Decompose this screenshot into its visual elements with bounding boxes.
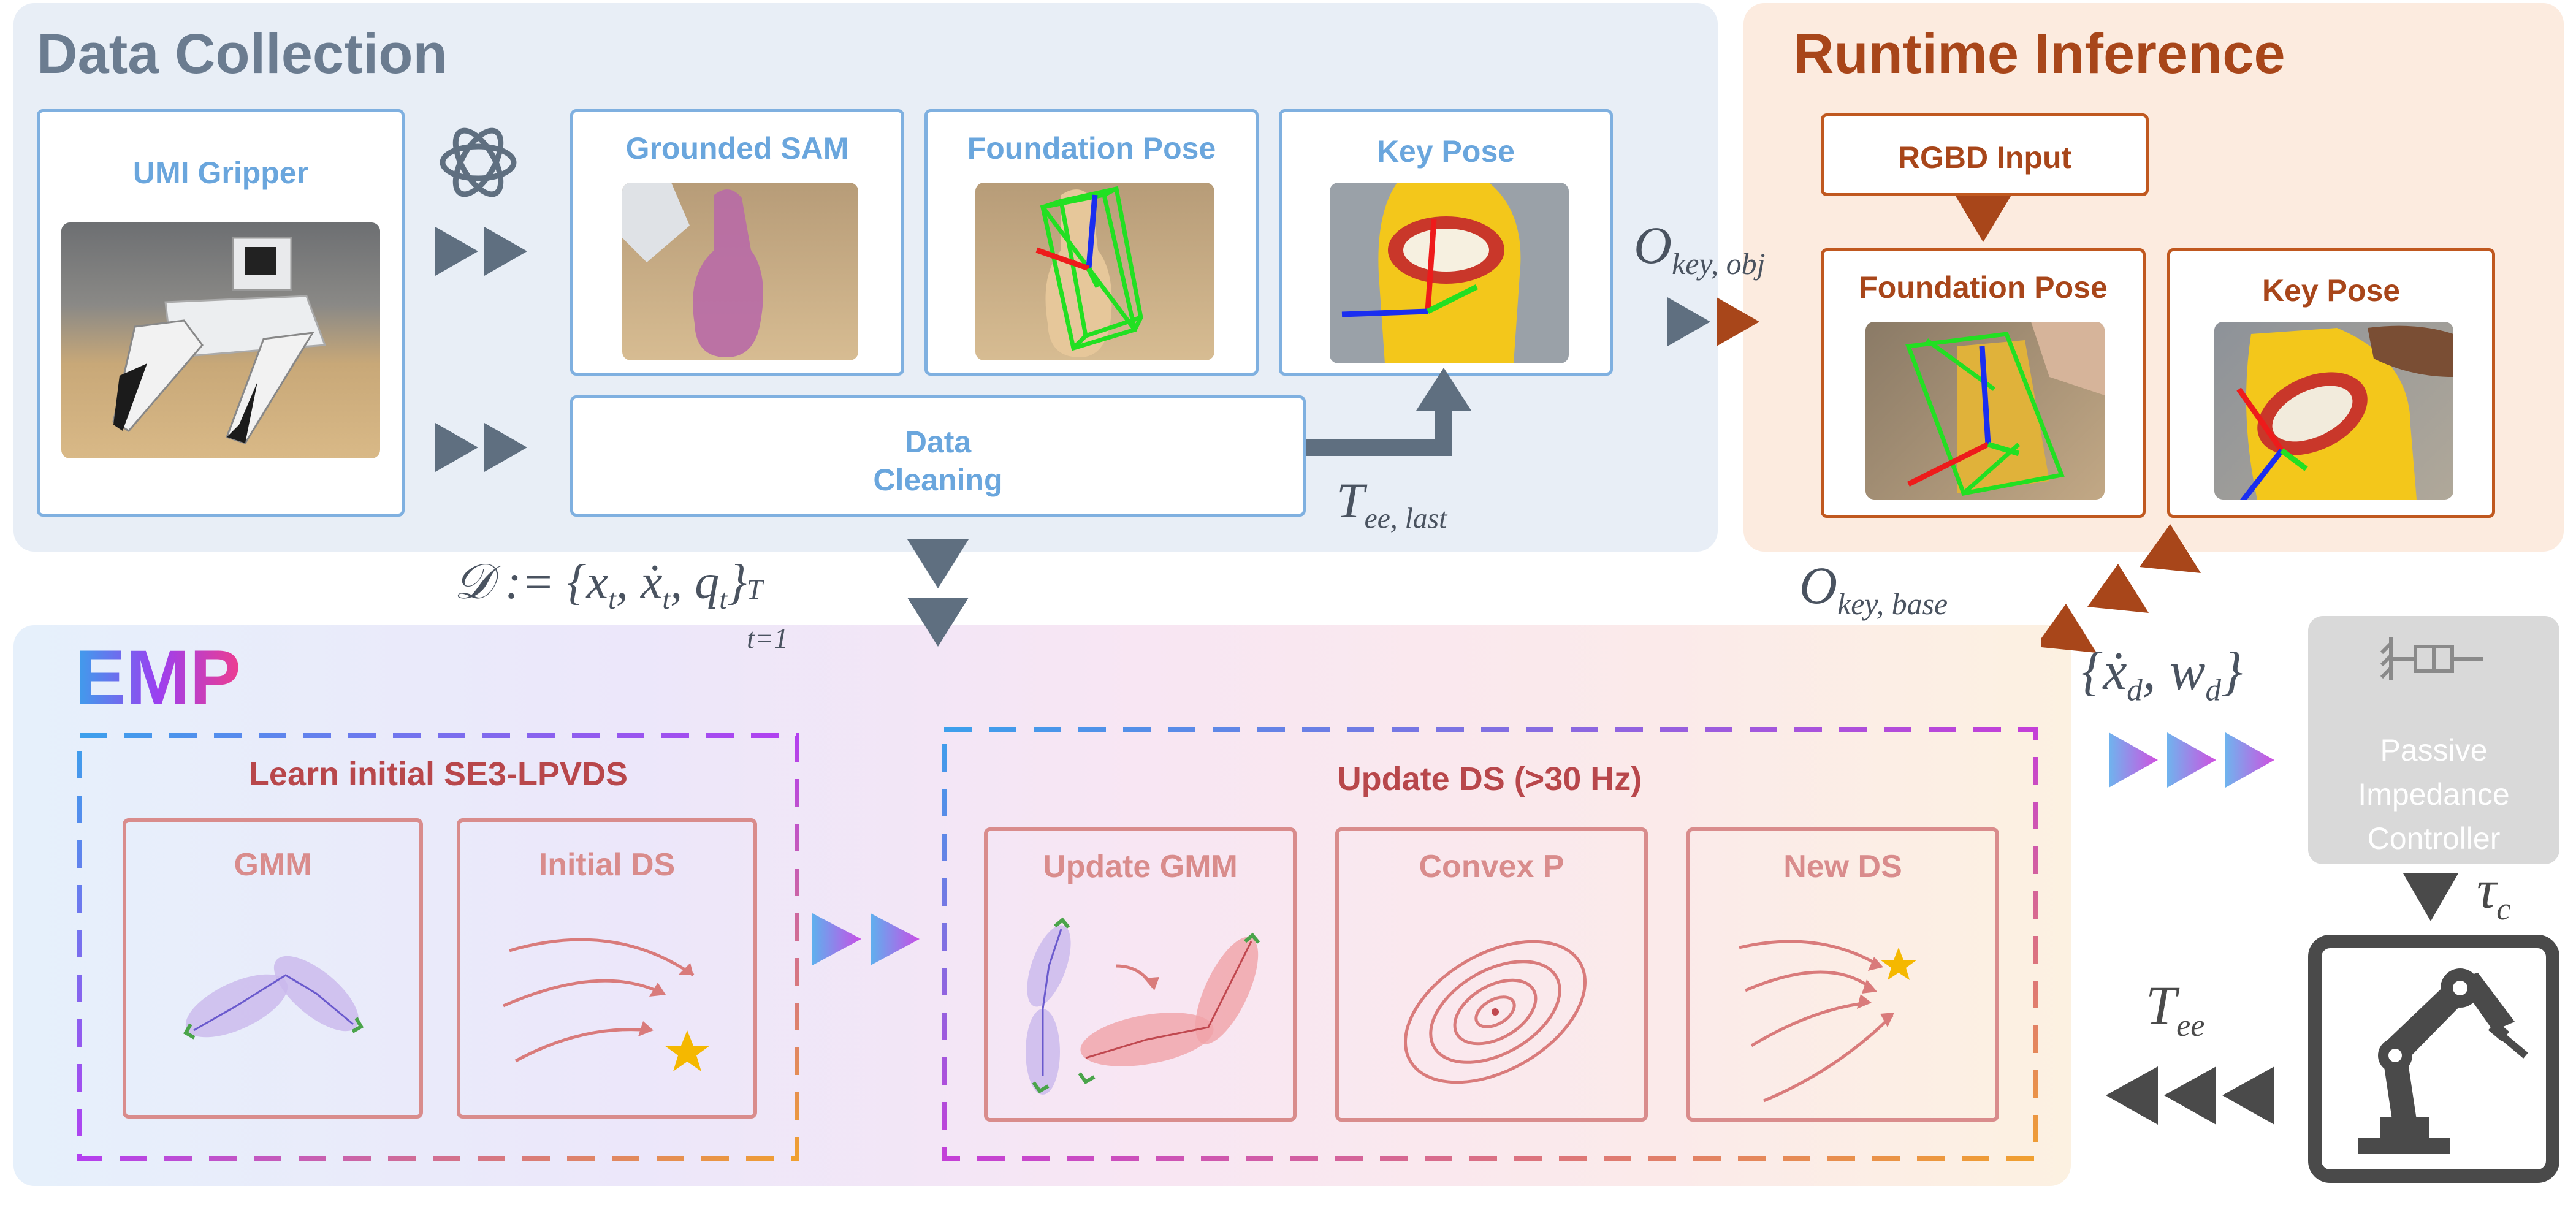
- controller-line2: Impedance: [2358, 777, 2510, 812]
- rgbd-input-label: RGBD Input: [1897, 140, 2072, 175]
- passive-impedance-controller-box: Passive Impedance Controller: [2308, 616, 2559, 864]
- dataset-down-arrow-icon: [907, 539, 969, 647]
- dc-key-pose-box: Key Pose: [1279, 109, 1613, 376]
- t-ee-last-label: Tee, last: [1336, 473, 1447, 535]
- rt-key-pose-label: Key Pose: [2262, 273, 2401, 308]
- rt-foundation-pose-box: Foundation Pose: [1821, 248, 2146, 518]
- convex-p-contour-graphic: [1404, 940, 1587, 1084]
- new-ds-flow-graphic: [1739, 940, 1917, 1103]
- controller-down-arrow-icon: [2403, 873, 2458, 921]
- robot-arm-icon: [2358, 968, 2528, 1154]
- convex-p-box: Convex P: [1335, 827, 1648, 1122]
- update-ds-dashed-frame: [942, 727, 2038, 1161]
- data-cleaning-line1: Data: [904, 425, 972, 459]
- learn-initial-title: Learn initial SE3-LPVDS: [248, 756, 628, 793]
- dc-key-pose-label: Key Pose: [1376, 134, 1515, 169]
- arrow-to-runtime-icon: [1667, 297, 1759, 346]
- gmm-ellipses-graphic: [183, 956, 364, 1040]
- umi-gripper-label: UMI Gripper: [132, 156, 309, 190]
- grounded-sam-photo: [622, 183, 858, 360]
- new-ds-label: New DS: [1783, 849, 1902, 884]
- gmm-label: GMM: [234, 847, 312, 883]
- learn-initial-dashed-frame: [77, 733, 799, 1161]
- runtime-inference-title: Runtime Inference: [1793, 23, 2285, 85]
- umi-gripper-photo: [61, 222, 380, 458]
- convex-p-label: Convex P: [1419, 849, 1564, 884]
- robot-to-emp-arrow-icon: [2106, 1066, 2274, 1125]
- rt-foundation-pose-photo: [1865, 322, 2105, 500]
- robot-arm-box: [2308, 935, 2559, 1183]
- data-collection-title: Data Collection: [37, 23, 448, 85]
- cleaning-to-keypose-arrow: [1306, 368, 1471, 456]
- grounded-sam-box: Grounded SAM: [570, 109, 904, 376]
- controller-line1: Passive: [2380, 733, 2488, 767]
- dc-foundation-pose-box: Foundation Pose: [924, 109, 1259, 376]
- dc-foundation-pose-label: Foundation Pose: [967, 131, 1216, 165]
- learn-to-update-arrow-icon: [812, 913, 920, 965]
- update-gmm-graphic: [1026, 917, 1260, 1095]
- dc-key-pose-photo: [1330, 183, 1569, 363]
- controller-line3: Controller: [2367, 821, 2501, 856]
- spring-damper-icon: [2380, 637, 2483, 680]
- gmm-box: GMM: [123, 818, 423, 1119]
- runtime-to-controller-arrow-icon: [2041, 524, 2201, 653]
- t-ee-label: Tee: [2146, 976, 2205, 1043]
- data-cleaning-box: Data Cleaning: [570, 395, 1306, 517]
- arrow-to-sam-icon: [435, 227, 527, 276]
- grounded-sam-label: Grounded SAM: [625, 131, 849, 165]
- rgbd-input-box: RGBD Input: [1821, 113, 2149, 196]
- dc-foundation-pose-photo: [975, 183, 1214, 360]
- rt-key-pose-box: Key Pose: [2167, 248, 2495, 518]
- emp-title: EMP: [75, 635, 241, 720]
- update-gmm-box: Update GMM: [984, 827, 1297, 1122]
- update-ds-title: Update DS (>30 Hz): [1337, 761, 1642, 797]
- update-gmm-label: Update GMM: [1043, 849, 1238, 884]
- initial-ds-box: Initial DS: [457, 818, 757, 1119]
- initial-ds-label: Initial DS: [538, 847, 676, 883]
- o-key-obj-label: Okey, obj: [1634, 216, 1766, 281]
- new-ds-box: New DS: [1686, 827, 1999, 1122]
- initial-ds-flow-graphic: [502, 938, 710, 1071]
- umi-gripper-box: UMI Gripper: [37, 109, 405, 517]
- xd-wd-label: {ẋd, wd}: [2081, 642, 2243, 708]
- tau-c-label: τc: [2477, 859, 2511, 927]
- rgbd-down-arrow-icon: [1956, 196, 2011, 242]
- emp-to-controller-arrow-icon: [2109, 732, 2274, 788]
- llm-logo-icon: [440, 127, 517, 197]
- rt-foundation-pose-label: Foundation Pose: [1859, 270, 2108, 305]
- data-cleaning-line2: Cleaning: [873, 463, 1003, 497]
- arrow-to-cleaning-icon: [435, 423, 527, 472]
- o-key-base-label: Okey, base: [1799, 556, 1948, 622]
- rt-key-pose-photo: [2214, 322, 2453, 500]
